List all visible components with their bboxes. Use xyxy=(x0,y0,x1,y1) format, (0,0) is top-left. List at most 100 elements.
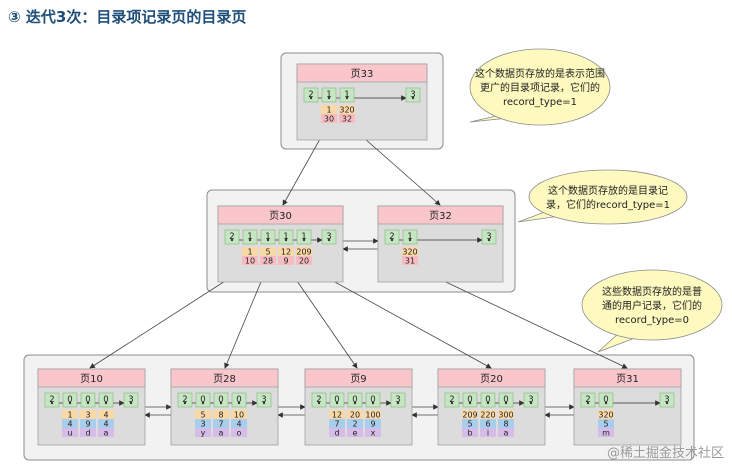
record-type: 3 xyxy=(486,232,491,242)
key-cell xyxy=(480,410,496,419)
record-box xyxy=(278,229,294,245)
record-type: 0 xyxy=(370,395,375,405)
page-ref: 31 xyxy=(405,257,415,266)
col-value: 7 xyxy=(218,420,223,429)
record-box xyxy=(231,392,247,408)
col-value: d xyxy=(334,429,339,438)
record-type: 2 xyxy=(389,232,394,242)
record-type: 2 xyxy=(49,395,54,405)
col-value: 4 xyxy=(236,420,241,429)
record-type: 2 xyxy=(585,395,590,405)
col-value: 3 xyxy=(200,420,205,429)
ref-cell xyxy=(365,419,381,428)
record-dot xyxy=(68,401,72,405)
page-label: 页33 xyxy=(351,68,374,80)
key-cell xyxy=(365,410,381,419)
record-dot xyxy=(396,401,400,405)
key-value: 12 xyxy=(332,411,342,420)
record-dot xyxy=(468,401,472,405)
record-box xyxy=(260,229,276,245)
record-dot xyxy=(248,238,252,242)
callout-bubble xyxy=(528,169,688,225)
page-title: ③ 迭代3次：目录项记录页的目录页 xyxy=(8,8,247,26)
record-box xyxy=(213,392,229,408)
record-type: 2 xyxy=(308,90,313,100)
record-dot xyxy=(529,401,533,405)
page-header xyxy=(437,368,546,388)
col-value: d xyxy=(85,429,90,438)
key-cell xyxy=(231,410,247,419)
record-dot xyxy=(201,401,205,405)
col-value: e xyxy=(353,429,358,438)
record-box xyxy=(303,87,319,103)
record-type: 1 xyxy=(265,232,270,242)
ref-cell xyxy=(296,256,312,265)
record-type: 1 xyxy=(326,90,331,100)
record-type: 1 xyxy=(283,232,288,242)
col-value: 9 xyxy=(85,420,90,429)
record-type: 3 xyxy=(326,232,331,242)
col-value: 6 xyxy=(485,420,490,429)
record-type: 1 xyxy=(407,232,412,242)
ref-cell xyxy=(598,419,614,428)
page-header xyxy=(296,63,428,83)
page-header xyxy=(573,368,682,388)
record-box xyxy=(384,229,400,245)
col-value: 5 xyxy=(603,420,608,429)
val-cell xyxy=(462,428,478,437)
record-type: 2 xyxy=(229,232,234,242)
ref-cell xyxy=(260,256,276,265)
record-box xyxy=(224,229,240,245)
key-cell xyxy=(260,247,276,256)
page-ref: 9 xyxy=(283,257,288,266)
key-value: 4 xyxy=(103,411,108,420)
page-label: 页32 xyxy=(429,210,452,222)
record-dot xyxy=(317,401,321,405)
key-cell xyxy=(62,410,78,419)
record-box xyxy=(177,392,193,408)
callout-line: 这些数据页存放的是普 xyxy=(602,285,702,298)
record-type: 3 xyxy=(395,395,400,405)
col-value: b xyxy=(467,429,472,438)
key-value: 320 xyxy=(339,106,354,115)
record-dot xyxy=(345,96,349,100)
record-box xyxy=(80,392,96,408)
key-cell xyxy=(321,105,337,114)
page-ref: 32 xyxy=(342,115,352,124)
record-dot xyxy=(390,238,394,242)
col-value: x xyxy=(371,429,376,438)
col-value: 5 xyxy=(467,420,472,429)
record-box xyxy=(481,229,497,245)
record-box xyxy=(256,392,272,408)
page-ref: 28 xyxy=(263,257,273,266)
page-header xyxy=(304,368,413,388)
callout-bubble xyxy=(581,269,723,341)
record-dot xyxy=(284,238,288,242)
val-cell xyxy=(80,428,96,437)
page-header xyxy=(377,205,504,225)
record-dot xyxy=(327,96,331,100)
ref-cell xyxy=(321,114,337,123)
col-value: 4 xyxy=(103,420,108,429)
record-dot xyxy=(604,401,608,405)
record-box xyxy=(296,229,312,245)
col-value: o xyxy=(237,429,242,438)
record-box xyxy=(321,229,337,245)
key-value: 209 xyxy=(462,411,477,420)
record-box xyxy=(365,392,381,408)
record-box xyxy=(329,392,345,408)
val-cell xyxy=(347,428,363,437)
ref-cell xyxy=(80,419,96,428)
record-type: 0 xyxy=(467,395,472,405)
record-dot xyxy=(450,401,454,405)
page-label: 页28 xyxy=(213,373,236,385)
key-value: 5 xyxy=(265,248,270,257)
record-box xyxy=(62,392,78,408)
record-box xyxy=(390,392,406,408)
col-value: a xyxy=(504,429,509,438)
record-dot xyxy=(266,238,270,242)
